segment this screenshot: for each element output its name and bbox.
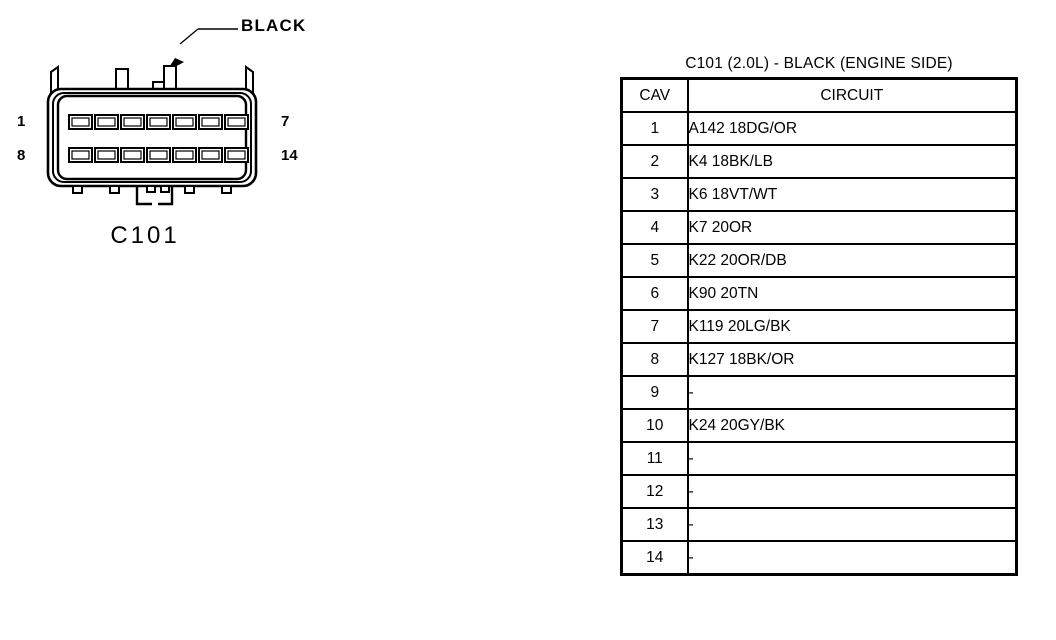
cav-cell: 12 [620, 474, 689, 509]
cav-cell: 5 [620, 243, 689, 278]
table-row: 9- [620, 375, 1018, 410]
connector-bottom-tabs [72, 185, 232, 206]
cavity-row-top [68, 114, 249, 130]
callout-label-black: BLACK [241, 16, 307, 35]
cav-cell: 2 [620, 144, 689, 179]
circuit-cell: A142 18DG/OR [686, 111, 1018, 146]
cav-cell: 7 [620, 309, 689, 344]
table-title: C101 (2.0L) - BLACK (ENGINE SIDE) [685, 55, 953, 72]
cav-cell: 1 [620, 111, 689, 146]
circuit-cell: - [686, 507, 1018, 542]
connector-name-label: C101 [110, 222, 180, 249]
cav-cell: 14 [620, 540, 689, 576]
column-header-circuit: CIRCUIT [686, 77, 1018, 113]
circuit-cell: K24 20GY/BK [686, 408, 1018, 443]
column-header-cav: CAV [620, 77, 689, 113]
callout-leader-line [179, 28, 238, 45]
connector-drawing-svg [46, 28, 258, 206]
circuit-cell: K90 20TN [686, 276, 1018, 311]
cav-cell: 6 [620, 276, 689, 311]
circuit-cell: K4 18BK/LB [686, 144, 1018, 179]
circuit-cell: K6 18VT/WT [686, 177, 1018, 212]
cavity-row-bottom [68, 147, 249, 163]
circuit-cell: K119 20LG/BK [686, 309, 1018, 344]
pin-label-top-left: 1 [17, 113, 26, 130]
cav-cell: 11 [620, 441, 689, 476]
cav-cell: 9 [620, 375, 689, 410]
table-row: 12- [620, 474, 1018, 509]
pin-label-top-right: 7 [281, 113, 290, 130]
cavity-grid [68, 114, 249, 163]
circuit-cell: K127 18BK/OR [686, 342, 1018, 377]
circuit-cell: - [686, 375, 1018, 410]
connector-latch-left [135, 186, 152, 206]
circuit-cell: K7 20OR [686, 210, 1018, 245]
connector-latch-right [158, 186, 174, 206]
table-row: 13- [620, 507, 1018, 542]
table-header-row: CAV CIRCUIT [620, 77, 1018, 113]
table-row: 11- [620, 441, 1018, 476]
circuit-cell: - [686, 540, 1018, 576]
table-row: 14- [620, 540, 1018, 576]
pin-label-bottom-right: 14 [281, 147, 298, 164]
pinout-panel: C101 (2.0L) - BLACK (ENGINE SIDE) CAV CI… [620, 55, 1018, 576]
connector-diagram: BLACK 1 8 7 14 C101 [0, 0, 330, 270]
cav-cell: 8 [620, 342, 689, 377]
connector-shell-inner [56, 94, 248, 181]
cav-cell: 13 [620, 507, 689, 542]
circuit-cell: - [686, 474, 1018, 509]
arrow-pointer-icon [166, 41, 186, 72]
cav-cell: 4 [620, 210, 689, 245]
pin-label-bottom-left: 8 [17, 147, 26, 164]
circuit-cell: - [686, 441, 1018, 476]
cav-cell: 3 [620, 177, 689, 212]
cav-cell: 10 [620, 408, 689, 443]
circuit-cell: K22 20OR/DB [686, 243, 1018, 278]
